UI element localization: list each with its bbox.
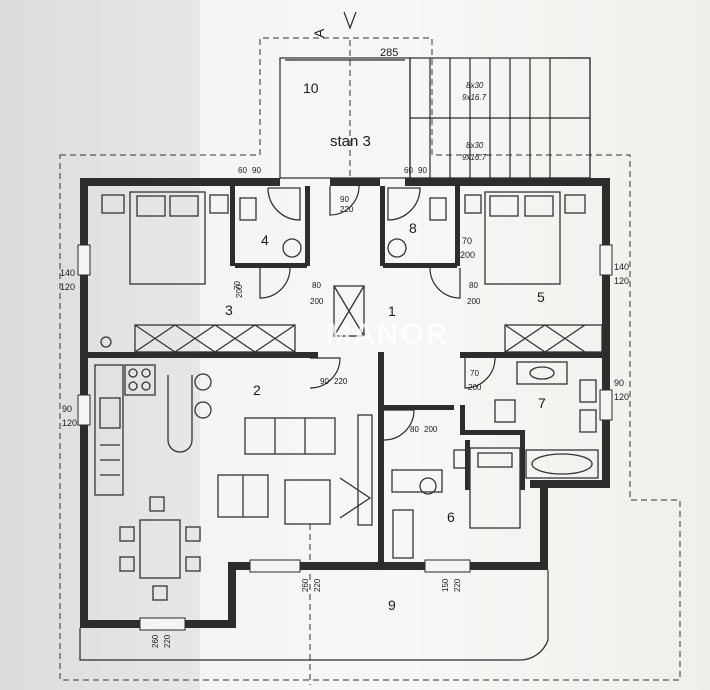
dim-room7-h: 200	[468, 383, 482, 392]
dim-entry-h: 220	[340, 205, 354, 214]
dim-bath4-h: 200	[235, 284, 244, 298]
room-8-number: 8	[409, 220, 417, 236]
dim-win-living-h: 220	[313, 578, 322, 592]
dim-bath4-w: 70	[233, 281, 242, 290]
dim-kitchen-h: 220	[334, 377, 348, 386]
dim-room6-w: 80	[410, 425, 419, 434]
dim-vent-left-b: 90	[252, 166, 261, 175]
dim-vent-left-a: 60	[238, 166, 247, 175]
section-label: A	[311, 28, 327, 38]
stair-dim-1: 8x30	[466, 81, 484, 90]
paper-fold-shadow	[0, 0, 200, 690]
dim-win-room7-w: 90	[614, 378, 624, 388]
room-6-number: 6	[447, 509, 455, 525]
dim-entry-w: 90	[340, 195, 349, 204]
dim-win-living-w: 260	[301, 578, 310, 592]
dim-win-room3-h: 120	[60, 282, 75, 292]
top-dimension: 285	[380, 47, 398, 59]
dim-win-dining-w: 260	[151, 634, 160, 648]
room-1-number: 1	[388, 303, 396, 319]
living-furniture	[217, 414, 373, 685]
section-arrow-icon	[343, 11, 357, 30]
dim-win-room5-h: 120	[614, 276, 629, 286]
dim-room3-w: 80	[312, 281, 321, 290]
dim-room7-w: 70	[470, 369, 479, 378]
room-4-number: 4	[261, 232, 269, 248]
outline-dashed	[59, 37, 681, 681]
bathroom-7-fixtures	[494, 361, 599, 479]
bathroom-8-fixtures	[387, 187, 447, 258]
stair-dim-2: 9x16.7	[462, 93, 487, 102]
office-furniture	[391, 447, 521, 559]
door-swings	[259, 185, 496, 441]
stair-dim-3: 8x30	[466, 141, 484, 150]
dim-win-office-w: 150	[441, 578, 450, 592]
stair-label: stan 3	[330, 133, 371, 150]
windows	[77, 244, 613, 631]
dim-room3-h: 200	[310, 297, 324, 306]
dim-bath8-h: 200	[460, 250, 475, 260]
stair-dim-4: 9x16.7	[462, 153, 487, 162]
interior-walls	[88, 186, 602, 564]
dim-bath8-w: 70	[462, 236, 472, 246]
dim-vent-right-a: 60	[404, 166, 413, 175]
terrace-edge	[236, 570, 549, 661]
stairs	[409, 57, 591, 179]
dim-room6-h: 200	[424, 425, 438, 434]
dim-win-room7-h: 120	[614, 392, 629, 402]
room-10-number: 10	[303, 80, 319, 96]
dim-room5-w: 80	[469, 281, 478, 290]
landing-outline	[279, 57, 411, 179]
room-5-number: 5	[537, 289, 545, 305]
dim-vent-right-b: 90	[418, 166, 427, 175]
watermark: MANOR	[326, 318, 450, 351]
bed-right-icon	[464, 191, 603, 353]
bathroom-4-fixtures	[239, 187, 302, 258]
dim-room5-h: 200	[467, 297, 481, 306]
exterior-walls	[80, 178, 610, 628]
dim-win-room5-w: 140	[614, 262, 629, 272]
room-3-number: 3	[225, 302, 233, 318]
dining-table-icon	[119, 496, 201, 601]
wardrobe-left-icon	[100, 324, 296, 353]
room-9-number: 9	[388, 597, 396, 613]
bed-left-icon	[101, 191, 229, 285]
dim-win-dining-h: 220	[163, 634, 172, 648]
dim-win-room3-w: 140	[60, 268, 75, 278]
shaft-icon	[333, 285, 365, 337]
terrace-edge-left	[79, 628, 236, 661]
kitchen-fixtures	[94, 364, 212, 496]
dim-win-office-h: 220	[453, 578, 462, 592]
room-2-number: 2	[253, 382, 261, 398]
dim-kitchen-w: 90	[320, 377, 329, 386]
dim-win-kitchen-h: 120	[62, 418, 77, 428]
dim-win-kitchen-w: 90	[62, 404, 72, 414]
room-7-number: 7	[538, 395, 546, 411]
